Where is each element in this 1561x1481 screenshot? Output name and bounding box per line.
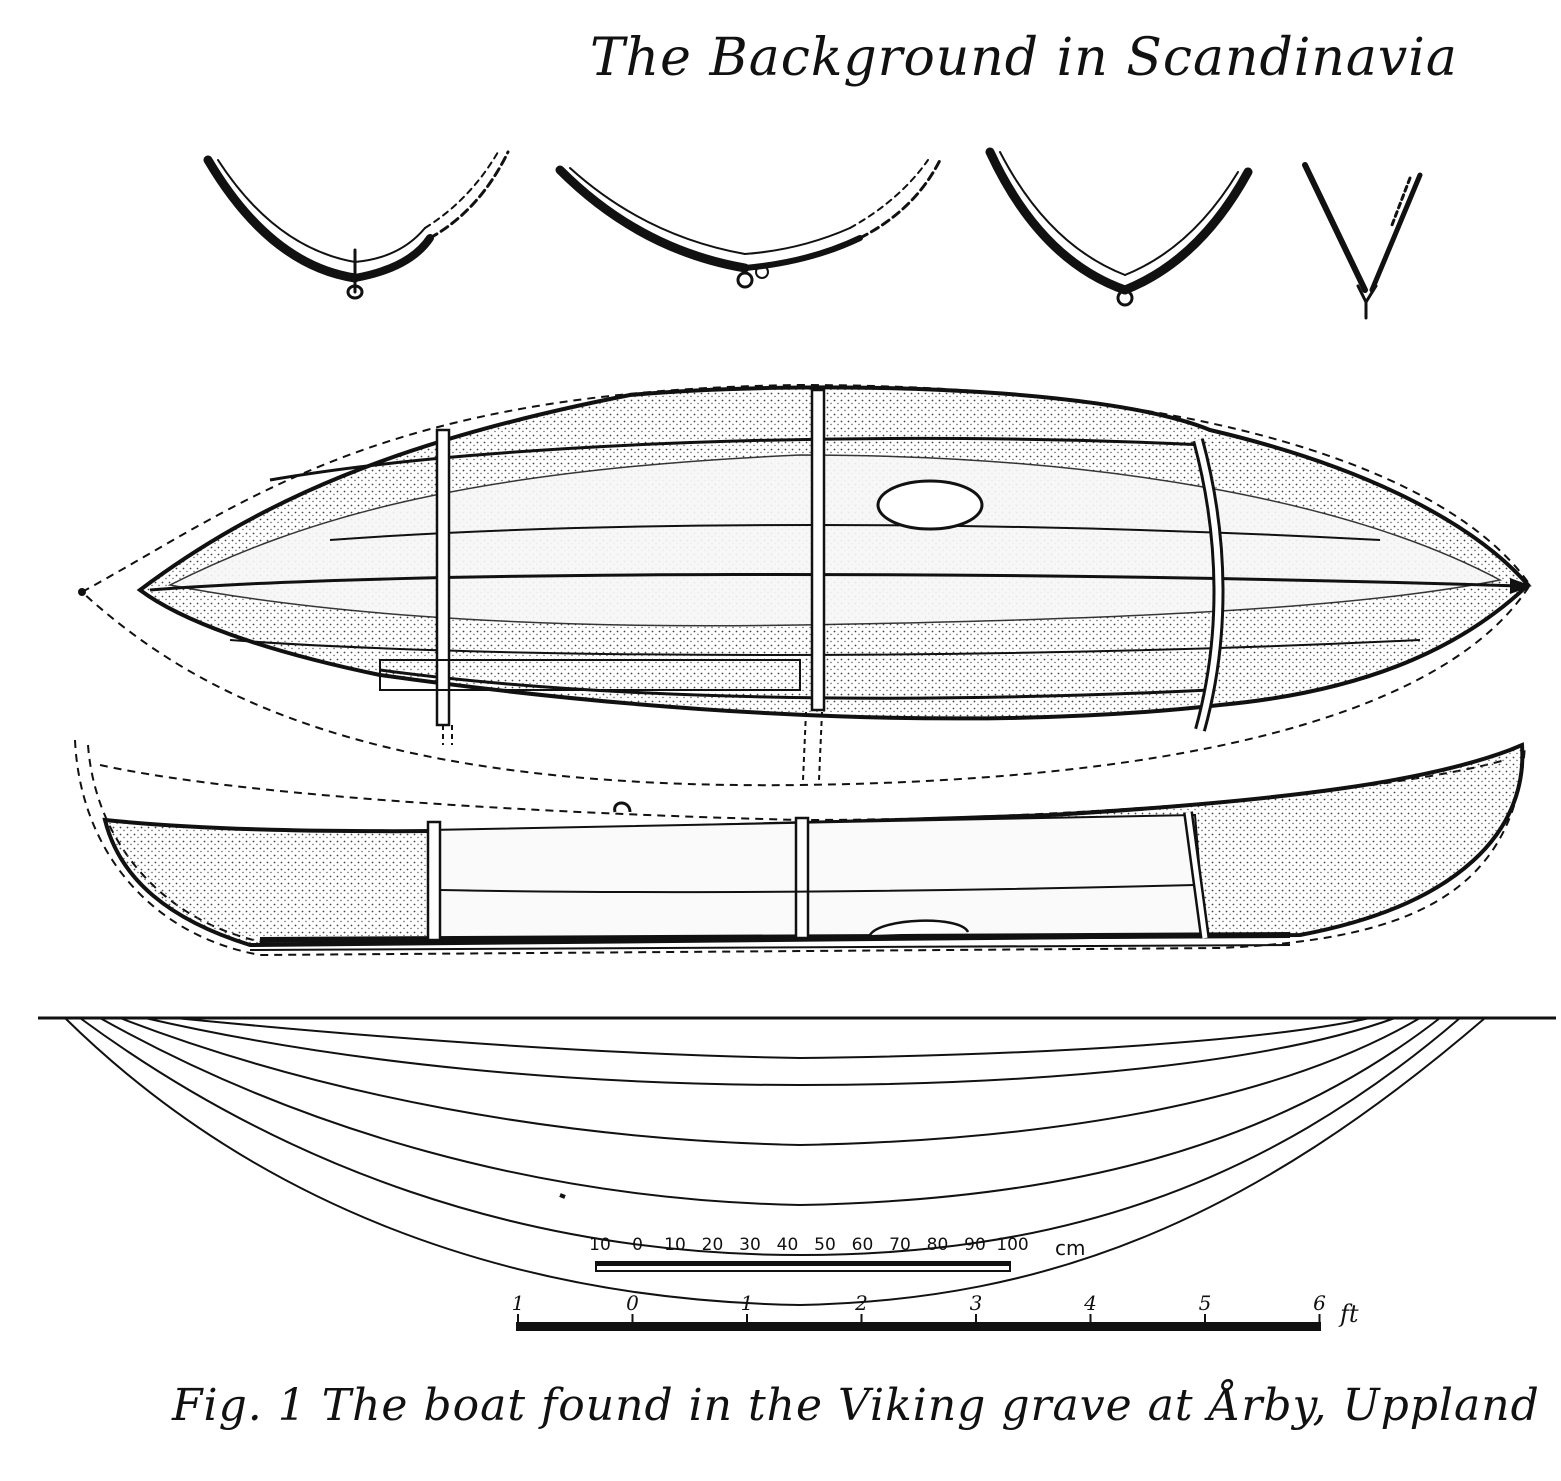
scale-ft-ticks (517, 1314, 1321, 1324)
hull-lines (38, 1016, 1556, 1307)
cross-section-1 (203, 150, 510, 300)
figure-caption: Fig. 1 The boat found in the Viking grav… (172, 1380, 1540, 1431)
scale-cm-label: 20 (702, 1235, 724, 1255)
scale-ft-label: 6 (1313, 1291, 1326, 1315)
scale-bar-ft: 1 0 1 2 3 4 5 6 ft (512, 1291, 1359, 1331)
scale-ft-label: 2 (854, 1291, 868, 1315)
scale-cm-label: 0 (632, 1235, 643, 1255)
scale-ft-label: 4 (1083, 1291, 1097, 1315)
scale-ft-label: 0 (626, 1291, 639, 1315)
scale-cm-label: 10 (589, 1235, 611, 1255)
cross-section-2 (555, 158, 942, 289)
scale-cm-label: 80 (927, 1235, 949, 1255)
scale-cm-label: 50 (814, 1235, 836, 1255)
scale-cm-label: 60 (852, 1235, 874, 1255)
scale-ft-unit: ft (1338, 1300, 1359, 1328)
cross-section-4 (1302, 162, 1423, 320)
plan-view (78, 383, 1532, 787)
scale-ft-label: 5 (1199, 1291, 1212, 1315)
scale-ft-labels: 1 0 1 2 3 4 5 6 (512, 1291, 1327, 1315)
scale-cm-label: 100 (996, 1235, 1028, 1255)
scale-cm-label: 90 (964, 1235, 986, 1255)
scale-cm-label: 30 (739, 1235, 761, 1255)
scale-ft-label: 1 (741, 1291, 754, 1315)
scale-ft-label: 3 (970, 1291, 983, 1315)
scale-cm-unit: cm (1055, 1236, 1085, 1260)
scale-ft-label: 1 (512, 1291, 525, 1315)
cross-sections (203, 147, 1423, 320)
scale-cm-label: 10 (664, 1235, 686, 1255)
cross-section-3 (985, 147, 1253, 307)
side-elevation (74, 739, 1526, 957)
scale-cm-label: 40 (777, 1235, 799, 1255)
page-heading: The Background in Scandinavia (590, 28, 1458, 88)
scale-cm-label: 70 (889, 1235, 911, 1255)
